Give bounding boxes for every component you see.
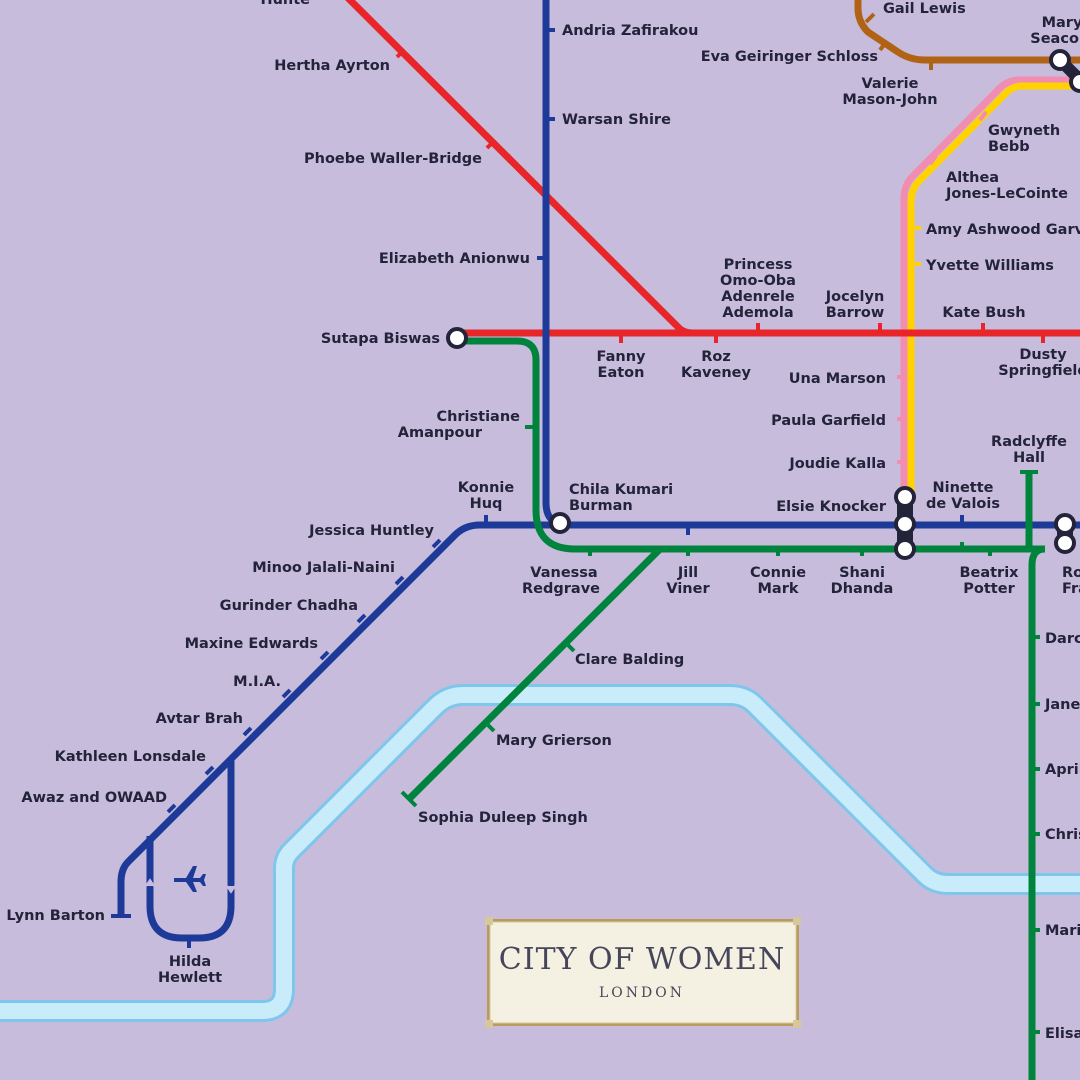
station-eva-geiringer-schloss: Eva Geiringer Schloss <box>701 49 878 65</box>
yellow-line <box>907 82 1080 495</box>
station-sutapa-biswas: Sutapa Biswas <box>321 331 440 347</box>
station-gail-lewis: Gail Lewis <box>883 1 966 17</box>
station-amy-ashwood-garvey: Amy Ashwood Garvey <box>926 222 1080 238</box>
station-jessica-huntley: Jessica Huntley <box>308 523 434 539</box>
pink-line <box>900 76 1080 495</box>
airplane-icon <box>174 866 206 892</box>
title-cartouche: CITY OF WOMEN LONDON <box>485 917 801 1028</box>
station-elizabeth-anionwu: Elizabeth Anionwu <box>379 251 530 267</box>
red-line <box>345 0 1080 337</box>
station-hunte: Hunte <box>260 0 310 8</box>
station-elisa: Elisa <box>1045 1026 1080 1042</box>
blue-branch-west <box>117 521 560 916</box>
station-una-marson: Una Marson <box>789 371 886 387</box>
station-minoo-jalali-naini: Minoo Jalali-Naini <box>252 560 395 576</box>
map-subtitle: LONDON <box>599 985 685 1001</box>
green-line <box>457 337 1046 1080</box>
station-awaz-and-owaad: Awaz and OWAAD <box>21 790 167 806</box>
station-yvette-williams: Yvette Williams <box>925 258 1054 274</box>
station-avtar-brah: Avtar Brah <box>156 711 243 727</box>
station-andria-zafirakou: Andria Zafirakou <box>562 23 698 39</box>
station-elsie-knocker: Elsie Knocker <box>776 499 887 515</box>
station-paula-garfield: Paula Garfield <box>771 413 886 429</box>
station-mari: Mari <box>1045 923 1080 939</box>
station-kathleen-lonsdale: Kathleen Lonsdale <box>55 749 207 765</box>
station-kate-bush: Kate Bush <box>942 305 1025 321</box>
station-mary-grierson: Mary Grierson <box>496 733 612 749</box>
station-joudie-kalla: Joudie Kalla <box>788 456 886 472</box>
station-mary-seacole: MarySeacole <box>1030 15 1080 47</box>
station-mia: M.I.A. <box>233 674 281 690</box>
map-title: CITY OF WOMEN <box>499 942 785 977</box>
station-darc: Darc <box>1045 631 1080 647</box>
station-hertha-ayrton: Hertha Ayrton <box>274 58 390 74</box>
brown-line <box>854 0 1080 64</box>
station-lynn-barton: Lynn Barton <box>6 908 105 924</box>
station-jane: Jane <box>1044 697 1080 713</box>
station-chris: Chris <box>1045 827 1080 843</box>
station-phoebe-waller-bridge: Phoebe Waller-Bridge <box>304 151 482 167</box>
station-gurinder-chadha: Gurinder Chadha <box>220 598 358 614</box>
station-ro-fra: RoFra <box>1062 565 1080 597</box>
station-maxine-edwards: Maxine Edwards <box>185 636 318 652</box>
station-april: April <box>1045 762 1080 778</box>
station-sophia-duleep-singh: Sophia Duleep Singh <box>418 810 588 826</box>
interchange-circle <box>446 49 1080 560</box>
station-labels: Hunte Hertha Ayrton Phoebe Waller-Bridge… <box>6 0 1080 1042</box>
station-clare-balding: Clare Balding <box>575 652 684 668</box>
station-warsan-shire: Warsan Shire <box>562 112 671 128</box>
